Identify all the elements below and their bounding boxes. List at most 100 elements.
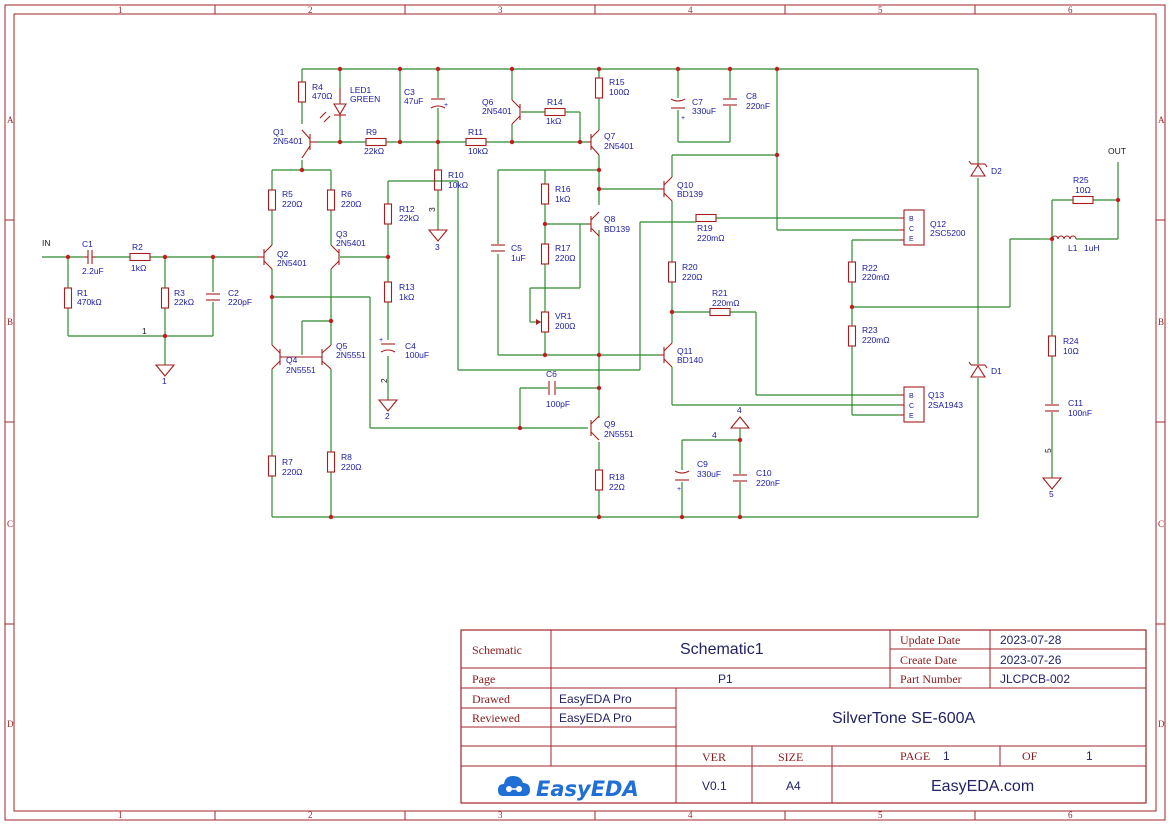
svg-text:10kΩ: 10kΩ bbox=[448, 180, 468, 190]
diode-D1: D1 bbox=[968, 361, 1002, 378]
column-label: 3 bbox=[498, 810, 503, 820]
svg-text:R12: R12 bbox=[399, 204, 415, 214]
value-label: 220pF bbox=[228, 297, 252, 307]
led-LED1: LED1 GREEN bbox=[319, 85, 380, 123]
svg-text:R15: R15 bbox=[609, 77, 625, 87]
svg-text:220nF: 220nF bbox=[756, 478, 780, 488]
column-label: 2 bbox=[308, 810, 313, 820]
resistor-R19: R19 220mΩ bbox=[695, 213, 725, 243]
svg-text:VR1: VR1 bbox=[555, 311, 572, 321]
ground-2: 2 2 bbox=[377, 378, 399, 421]
svg-text:C7: C7 bbox=[692, 97, 703, 107]
row-label: B bbox=[1158, 317, 1164, 327]
svg-text:200Ω: 200Ω bbox=[555, 321, 576, 331]
svg-text:R4: R4 bbox=[312, 82, 323, 92]
page-label: Page bbox=[472, 672, 495, 686]
svg-text:Q10: Q10 bbox=[677, 180, 693, 190]
ground-3: 3 3 bbox=[427, 207, 449, 252]
supply-port-4: 4 4 bbox=[712, 405, 751, 440]
svg-text:LED1: LED1 bbox=[350, 85, 372, 95]
schematic-label: Schematic bbox=[472, 643, 522, 657]
svg-text:C11: C11 bbox=[1068, 398, 1083, 408]
svg-text:2SC5200: 2SC5200 bbox=[930, 228, 966, 238]
resistor-R21: R21 220mΩ bbox=[709, 288, 740, 317]
transistor-Q10: Q10 BD139 bbox=[660, 176, 703, 202]
ground-5: 5 5 bbox=[1041, 448, 1063, 499]
row-label: C bbox=[1158, 519, 1164, 529]
svg-text:5: 5 bbox=[1043, 448, 1053, 453]
title-block: Schematic Schematic1 Page P1 Update Date… bbox=[460, 629, 1147, 804]
svg-text:1uF: 1uF bbox=[511, 253, 526, 263]
resistor-R5: R5 220Ω bbox=[267, 189, 303, 211]
svg-text:Q9: Q9 bbox=[604, 419, 616, 429]
svg-text:Q12: Q12 bbox=[930, 219, 946, 229]
capacitor-C5: C5 1uF bbox=[491, 243, 526, 263]
wires bbox=[42, 68, 1119, 518]
row-label: C bbox=[7, 519, 13, 529]
transistor-Q9: Q9 2N5551 bbox=[590, 415, 634, 441]
svg-text:R21: R21 bbox=[712, 288, 728, 298]
resistor-R24: R24 10Ω bbox=[1047, 335, 1079, 357]
reviewed-value: EasyEDA Pro bbox=[559, 711, 632, 725]
resistor-R3: R3 22kΩ bbox=[160, 287, 194, 309]
svg-text:C9: C9 bbox=[697, 459, 708, 469]
row-label: A bbox=[1158, 115, 1165, 125]
capacitor-C4: + C4 100uF bbox=[379, 337, 429, 360]
svg-text:2N5401: 2N5401 bbox=[277, 258, 307, 268]
svg-text:Q8: Q8 bbox=[604, 214, 616, 224]
svg-text:Q7: Q7 bbox=[604, 131, 616, 141]
value-label: 470kΩ bbox=[77, 297, 102, 307]
svg-text:220Ω: 220Ω bbox=[555, 253, 576, 263]
svg-text:2N5551: 2N5551 bbox=[604, 429, 634, 439]
drawed-label: Drawed bbox=[472, 692, 510, 706]
capacitor-C1: C1 2.2uF bbox=[82, 239, 104, 276]
capacitor-C11: C11 100nF bbox=[1045, 398, 1092, 418]
svg-text:R11: R11 bbox=[468, 127, 483, 137]
svg-text:R20: R20 bbox=[682, 262, 698, 272]
svg-text:2N5401: 2N5401 bbox=[482, 106, 512, 116]
svg-text:R13: R13 bbox=[399, 282, 415, 292]
size-label: SIZE bbox=[778, 750, 803, 764]
svg-text:3: 3 bbox=[427, 207, 437, 212]
svg-text:1: 1 bbox=[162, 376, 167, 386]
value-label: 22kΩ bbox=[174, 297, 194, 307]
svg-text:R8: R8 bbox=[341, 452, 352, 462]
svg-text:2SA1943: 2SA1943 bbox=[928, 400, 963, 410]
capacitor-C2: C2 220pF bbox=[206, 288, 252, 307]
svg-text:100uF: 100uF bbox=[405, 350, 429, 360]
svg-text:R14: R14 bbox=[547, 97, 563, 107]
svg-text:3: 3 bbox=[435, 242, 440, 252]
svg-text:BD139: BD139 bbox=[604, 224, 630, 234]
update-date: 2023-07-28 bbox=[1000, 633, 1062, 647]
resistor-R2: R2 1kΩ bbox=[129, 242, 151, 273]
svg-text:5: 5 bbox=[1049, 489, 1054, 499]
svg-text:R7: R7 bbox=[282, 457, 293, 467]
resistor-R7: R7 220Ω bbox=[267, 455, 303, 477]
svg-text:100pF: 100pF bbox=[546, 399, 570, 409]
svg-text:C3: C3 bbox=[404, 87, 415, 97]
resistor-R17: R17 220Ω bbox=[540, 243, 576, 265]
page-num-label: PAGE bbox=[900, 749, 930, 763]
svg-text:C4: C4 bbox=[405, 341, 416, 351]
svg-text:47uF: 47uF bbox=[404, 96, 423, 106]
svg-text:2: 2 bbox=[385, 411, 390, 421]
schematic-name: Schematic1 bbox=[680, 641, 764, 658]
svg-text:D2: D2 bbox=[991, 166, 1002, 176]
svg-text:C10: C10 bbox=[756, 468, 772, 478]
part-number-label: Part Number bbox=[900, 672, 962, 686]
resistor-R20: R20 220Ω bbox=[667, 261, 703, 283]
svg-text:22kΩ: 22kΩ bbox=[399, 213, 419, 223]
svg-text:R22: R22 bbox=[862, 263, 878, 273]
column-label: 6 bbox=[1068, 5, 1073, 15]
svg-text:Q4: Q4 bbox=[286, 355, 298, 365]
column-label: 5 bbox=[878, 5, 883, 15]
svg-text:R9: R9 bbox=[366, 127, 377, 137]
svg-text:R19: R19 bbox=[697, 223, 713, 233]
svg-text:220mΩ: 220mΩ bbox=[862, 272, 890, 282]
capacitor-C7: + C7 330uF bbox=[670, 97, 716, 122]
transistor-Q2: Q2 2N5401 bbox=[257, 244, 307, 270]
svg-text:2: 2 bbox=[379, 378, 389, 383]
row-label: A bbox=[7, 115, 14, 125]
resistor-R13: R13 1kΩ bbox=[383, 281, 415, 303]
